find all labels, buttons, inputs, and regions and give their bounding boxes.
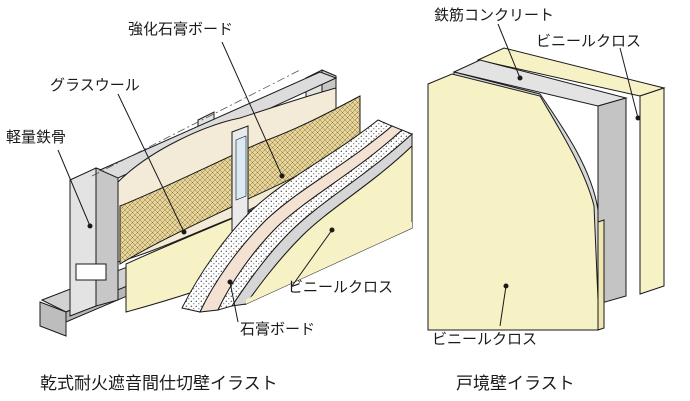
vinyl-cloth-front xyxy=(244,144,413,306)
label-reinforced-concrete: 鉄筋コンクリート xyxy=(434,6,555,24)
concrete-wall-illustration xyxy=(427,23,666,331)
label-vinyl-cloth-left: ビニールクロス xyxy=(288,278,394,296)
vinyl-cloth-front xyxy=(246,222,412,304)
left-leader-lines xyxy=(57,41,335,323)
label-vinyl-cloth-top: ビニールクロス xyxy=(536,32,642,50)
back-cloth-side xyxy=(639,87,665,295)
label-strengthened-gypsum: 強化石膏ボード xyxy=(128,20,234,38)
partition-wall-illustration xyxy=(39,41,413,337)
center-line xyxy=(91,69,301,177)
front-cloth-side xyxy=(597,219,605,331)
steel-stud xyxy=(95,167,119,307)
label-vinyl-cloth-bottom: ビニールクロス xyxy=(432,330,538,348)
caption-concrete-wall: 戸境壁イラスト xyxy=(456,374,575,394)
label-gypsum-board: 石膏ボード xyxy=(240,320,316,338)
stud-blue-face xyxy=(235,135,247,201)
label-glass-wool: グラスウール xyxy=(50,76,140,94)
steel-stud xyxy=(69,167,97,317)
caption-partition-wall: 乾式耐火遮音間仕切壁イラスト xyxy=(40,374,278,394)
right-leader-lines xyxy=(497,23,641,327)
stud-opening xyxy=(75,263,107,281)
label-light-steel: 軽量鉄骨 xyxy=(6,128,67,146)
front-cloth xyxy=(427,73,599,331)
